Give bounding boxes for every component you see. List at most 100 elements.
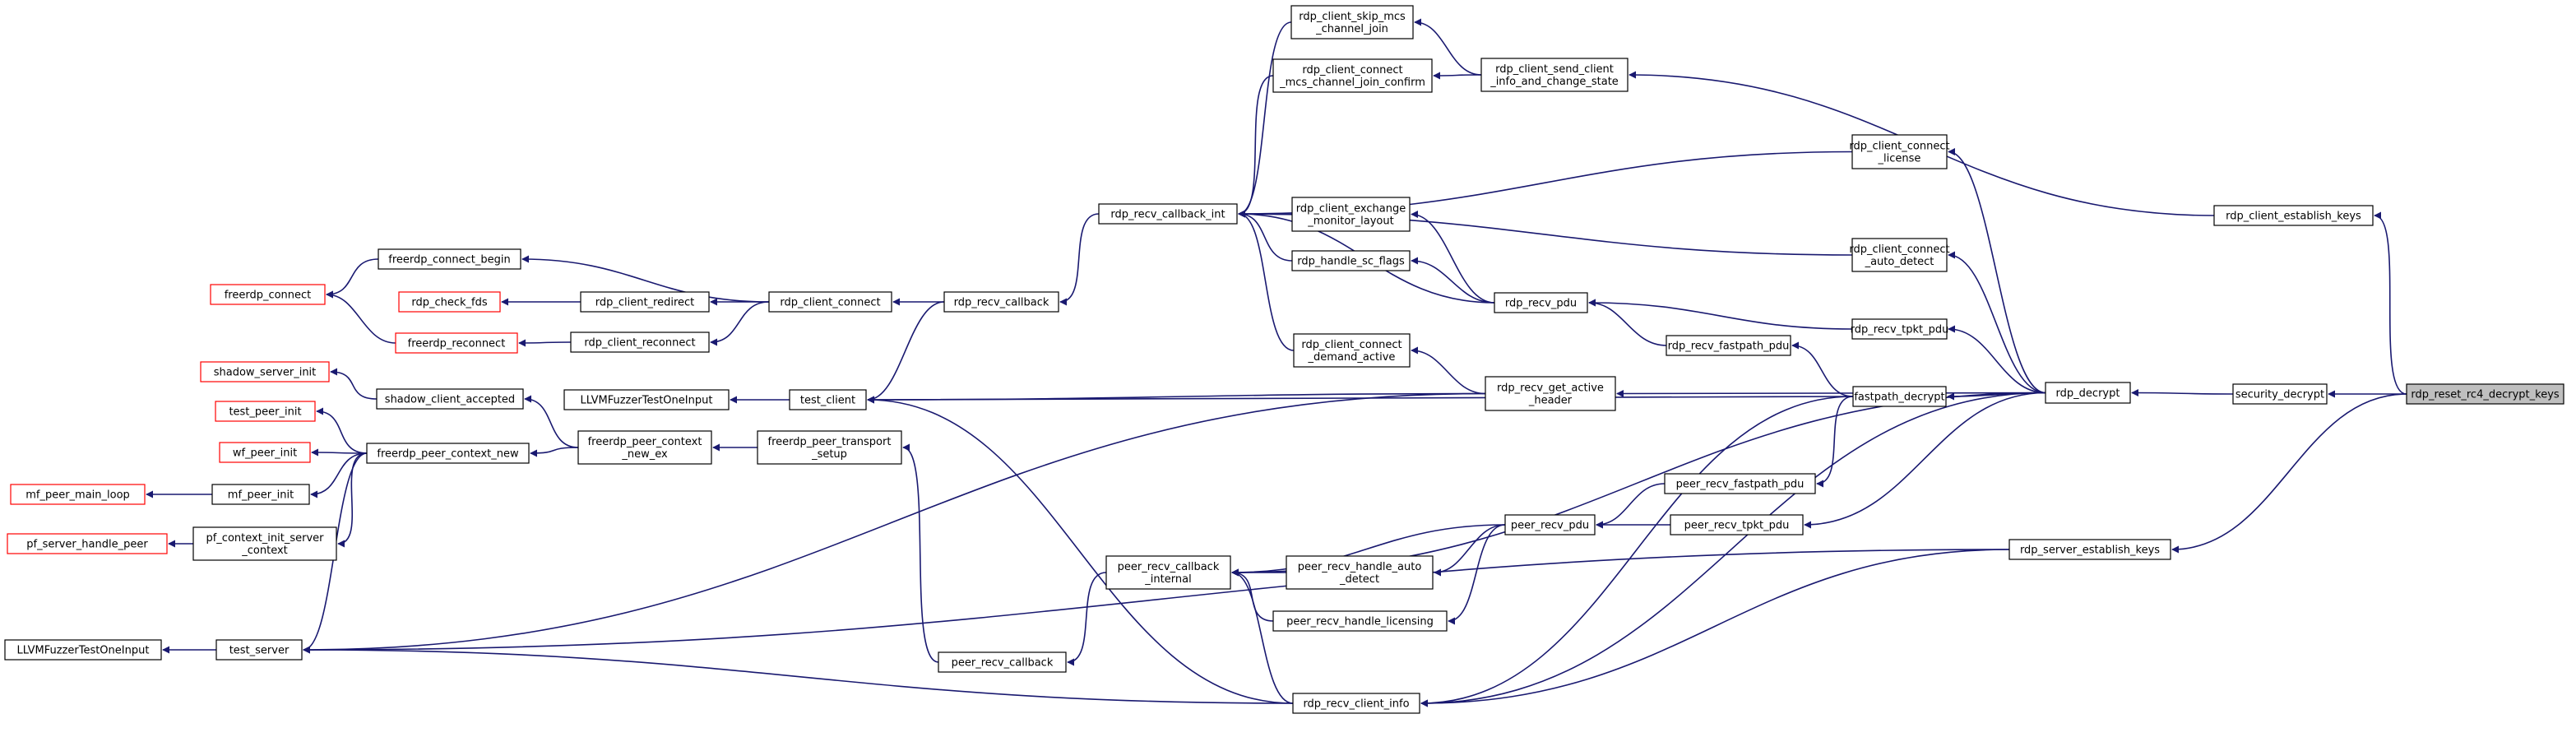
call-edge-rdp_recv_pdu-to-rdp_recv_fastpath_pdu xyxy=(1588,299,1667,346)
node-shadow_client_accepted[interactable]: shadow_client_accepted xyxy=(376,388,524,410)
node-box xyxy=(563,389,730,410)
node-box xyxy=(395,332,518,354)
node-rdp_check_fds[interactable]: rdp_check_fds xyxy=(398,291,501,313)
node-label: rdp_server_establish_keys xyxy=(2020,545,2160,557)
node-freerdp_reconnect[interactable]: freerdp_reconnect xyxy=(395,332,518,354)
node-peer_recv_fastpath_pdu[interactable]: peer_recv_fastpath_pdu xyxy=(1664,473,1816,494)
node-label: rdp_client_establish_keys xyxy=(2226,211,2361,223)
node-box xyxy=(789,389,867,410)
node-peer_recv_callback_internal[interactable]: peer_recv_callback_internal xyxy=(1105,555,1231,590)
node-peer_recv_pdu[interactable]: peer_recv_pdu xyxy=(1504,514,1596,535)
node-label: _internal xyxy=(1144,573,1191,586)
node-freerdp_connect_begin[interactable]: freerdp_connect_begin xyxy=(378,248,521,270)
node-box xyxy=(1480,58,1629,92)
node-box xyxy=(757,430,902,465)
node-rdp_recv_get_active_header[interactable]: rdp_recv_get_active_header xyxy=(1485,376,1616,411)
node-test_peer_init[interactable]: test_peer_init xyxy=(215,401,316,422)
node-label: _monitor_layout xyxy=(1307,216,1393,228)
node-label: mf_peer_main_loop xyxy=(25,489,130,502)
node-box xyxy=(398,291,501,313)
node-box xyxy=(580,291,710,313)
node-test_client[interactable]: test_client xyxy=(789,389,867,410)
node-fastpath_decrypt[interactable]: fastpath_decrypt xyxy=(1852,386,1947,407)
node-label: LLVMFuzzerTestOneInput xyxy=(17,645,150,657)
node-mf_peer_init[interactable]: mf_peer_init xyxy=(211,484,310,505)
node-rdp_recv_client_info[interactable]: rdp_recv_client_info xyxy=(1292,693,1420,714)
node-rdp_recv_callback[interactable]: rdp_recv_callback xyxy=(943,291,1059,313)
node-box xyxy=(7,533,168,554)
node-rdp_recv_callback_int[interactable]: rdp_recv_callback_int xyxy=(1098,203,1238,225)
node-freerdp_peer_transport_setup[interactable]: freerdp_peer_transport_setup xyxy=(757,430,902,465)
call-edge-test_server-to-rdp_recv_client_info xyxy=(303,646,1294,704)
node-label: rdp_client_connect xyxy=(1849,141,1949,153)
node-mf_peer_main_loop[interactable]: mf_peer_main_loop xyxy=(10,484,146,505)
node-pf_server_handle_peer[interactable]: pf_server_handle_peer xyxy=(7,533,168,554)
node-rdp_client_connect_demand_active[interactable]: rdp_client_connect_demand_active xyxy=(1293,333,1411,368)
node-label: rdp_client_connect xyxy=(1301,339,1402,351)
node-rdp_client_connect_mcs_channel_join_confirm[interactable]: rdp_client_connect_mcs_channel_join_conf… xyxy=(1272,58,1433,93)
node-label: rdp_client_connect xyxy=(1302,64,1402,76)
node-label: freerdp_peer_transport xyxy=(768,436,892,448)
node-label: rdp_recv_client_info xyxy=(1303,698,1409,711)
node-rdp_decrypt[interactable]: rdp_decrypt xyxy=(2045,382,2131,404)
call-edge-rdp_recv_client_info-to-rdp_decrypt xyxy=(1420,392,2046,707)
node-rdp_client_establish_keys[interactable]: rdp_client_establish_keys xyxy=(2213,205,2374,226)
node-rdp_client_connect[interactable]: rdp_client_connect xyxy=(768,291,892,313)
node-label: test_server xyxy=(229,645,290,657)
call-edge-rdp_decrypt-to-security_decrypt xyxy=(2131,389,2234,397)
call-edge-rdp_recv_pdu-to-rdp_recv_tpkt_pdu xyxy=(1588,299,1853,330)
node-box xyxy=(192,526,337,561)
node-LLVMFuzzerTestOneInput_client[interactable]: LLVMFuzzerTestOneInput xyxy=(563,389,730,410)
node-rdp_client_connect_auto_detect[interactable]: rdp_client_connect_auto_detect xyxy=(1849,238,1950,272)
node-rdp_handle_sc_flags[interactable]: rdp_handle_sc_flags xyxy=(1291,250,1411,271)
node-rdp_recv_tpkt_pdu[interactable]: rdp_recv_tpkt_pdu xyxy=(1851,318,1949,340)
node-rdp_client_reconnect[interactable]: rdp_client_reconnect xyxy=(570,331,710,353)
node-peer_recv_tpkt_pdu[interactable]: peer_recv_tpkt_pdu xyxy=(1670,514,1804,535)
call-edge-peer_recv_callback-to-peer_recv_callback_internal xyxy=(1067,572,1107,666)
node-rdp_server_establish_keys[interactable]: rdp_server_establish_keys xyxy=(2008,539,2171,560)
node-pf_context_init_server_context[interactable]: pf_context_init_server_context xyxy=(192,526,337,561)
call-edge-peer_recv_callback_internal-to-peer_recv_handle_licensing xyxy=(1231,568,1274,622)
node-rdp_recv_pdu[interactable]: rdp_recv_pdu xyxy=(1494,292,1588,313)
node-peer_recv_callback[interactable]: peer_recv_callback xyxy=(938,651,1067,673)
node-label: rdp_recv_pdu xyxy=(1505,298,1577,310)
node-box xyxy=(1851,318,1948,340)
call-edge-shadow_server_init-to-shadow_client_accepted xyxy=(330,368,378,400)
node-label: rdp_recv_callback xyxy=(954,297,1049,309)
node-rdp_client_redirect[interactable]: rdp_client_redirect xyxy=(580,291,710,313)
node-freerdp_peer_context_new_ex[interactable]: freerdp_peer_context_new_ex xyxy=(577,430,712,465)
node-security_decrypt[interactable]: security_decrypt xyxy=(2232,383,2328,405)
node-peer_recv_handle_licensing[interactable]: peer_recv_handle_licensing xyxy=(1272,610,1448,632)
node-peer_recv_handle_auto_detect[interactable]: peer_recv_handle_auto_detect xyxy=(1286,555,1434,590)
node-freerdp_connect[interactable]: freerdp_connect xyxy=(210,284,326,305)
node-rdp_recv_fastpath_pdu[interactable]: rdp_recv_fastpath_pdu xyxy=(1666,335,1791,356)
node-box xyxy=(938,651,1067,673)
node-label: freerdp_reconnect xyxy=(408,338,506,350)
node-rdp_reset_rc4_decrypt_keys[interactable]: rdp_reset_rc4_decrypt_keys xyxy=(2406,383,2564,405)
node-box xyxy=(1852,386,1947,407)
node-label: rdp_client_exchange xyxy=(1296,203,1406,216)
node-box xyxy=(2406,383,2564,405)
call-edge-test_server-to-rdp_recv_get_active_header xyxy=(303,392,1486,654)
call-edge-test_client-to-rdp_recv_client_info xyxy=(867,396,1294,704)
node-box xyxy=(1291,250,1411,271)
node-label: peer_recv_fastpath_pdu xyxy=(1676,479,1805,491)
node-freerdp_peer_context_new[interactable]: freerdp_peer_context_new xyxy=(366,443,530,464)
node-LLVMFuzzerTestOneInput_server[interactable]: LLVMFuzzerTestOneInput xyxy=(4,639,162,661)
node-test_server[interactable]: test_server xyxy=(215,639,303,661)
node-rdp_client_skip_mcs_channel_join[interactable]: rdp_client_skip_mcs_channel_join xyxy=(1290,5,1414,39)
node-label: rdp_reset_rc4_decrypt_keys xyxy=(2411,389,2560,401)
call-edge-rdp_recv_client_info-to-fastpath_decrypt xyxy=(1420,396,1854,707)
node-label: mf_peer_init xyxy=(228,489,294,502)
call-edge-test_peer_init-to-freerdp_peer_context_new xyxy=(316,407,368,454)
node-rdp_client_connect_license[interactable]: rdp_client_connect_license xyxy=(1849,134,1950,169)
node-wf_peer_init[interactable]: wf_peer_init xyxy=(219,442,311,463)
node-rdp_client_exchange_monitor_layout[interactable]: rdp_client_exchange_monitor_layout xyxy=(1291,197,1411,232)
node-box xyxy=(943,291,1059,313)
node-label: _info_and_change_state xyxy=(1490,76,1619,88)
node-rdp_client_send_client_info_and_change_state[interactable]: rdp_client_send_client_info_and_change_s… xyxy=(1480,58,1629,92)
node-box xyxy=(1272,58,1433,93)
node-shadow_server_init[interactable]: shadow_server_init xyxy=(200,361,330,382)
node-box xyxy=(2045,382,2131,404)
